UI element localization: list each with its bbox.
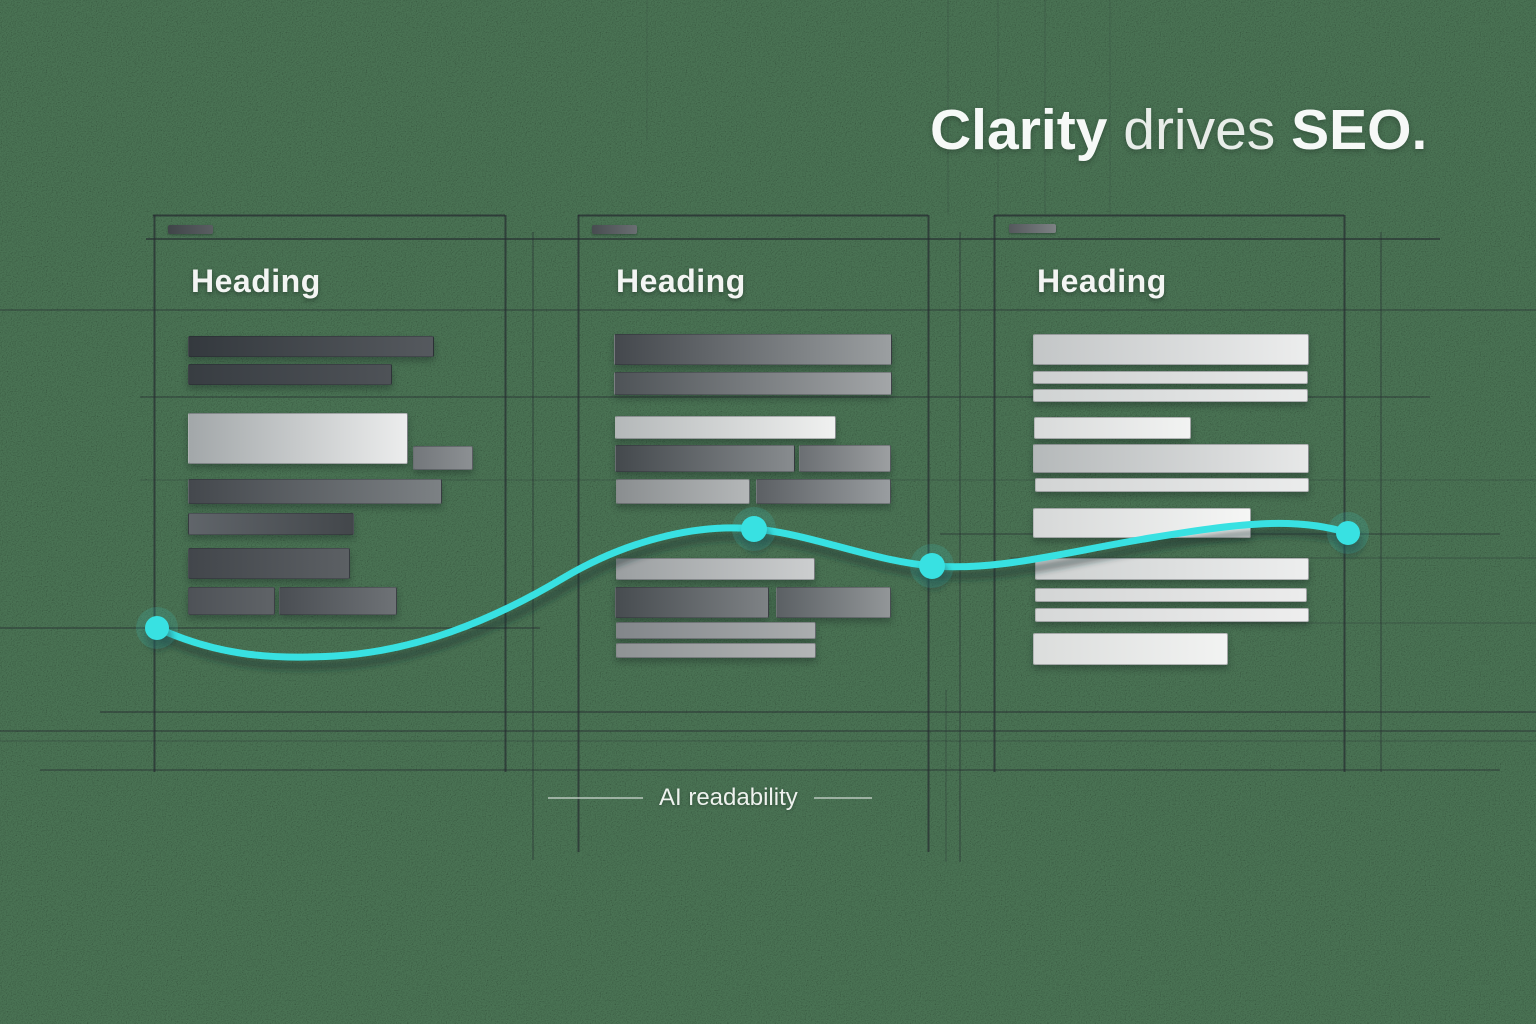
content-bar — [615, 416, 836, 439]
content-bar — [1033, 371, 1308, 384]
content-bar — [1035, 478, 1309, 492]
content-bar — [413, 446, 473, 470]
content-bar — [279, 587, 397, 615]
content-bar — [776, 587, 891, 618]
content-bar — [614, 372, 892, 395]
content-bar — [614, 334, 892, 365]
browser-tab-placeholder — [168, 225, 213, 234]
ai-readability-annotation: AI readability — [548, 784, 872, 812]
card-heading: Heading — [191, 263, 321, 299]
content-bar — [188, 413, 408, 464]
content-bar — [615, 587, 769, 618]
curve-point — [145, 616, 169, 640]
content-bar — [1034, 417, 1191, 439]
content-bar — [188, 513, 354, 535]
content-bar — [616, 558, 815, 580]
content-bar — [616, 479, 750, 504]
curve-point — [1336, 521, 1360, 545]
content-bar — [188, 479, 442, 504]
browser-tab-placeholder — [1009, 224, 1056, 233]
headline: Clarity drives SEO. — [930, 98, 1427, 162]
content-bar — [1033, 633, 1228, 665]
card-heading: Heading — [1037, 263, 1167, 299]
content-bar — [188, 587, 275, 615]
content-bar — [616, 622, 816, 639]
annotation-dash-left — [548, 797, 643, 799]
headline-word-seo: SEO. — [1291, 98, 1428, 162]
curve-point — [741, 516, 767, 542]
card-heading: Heading — [616, 263, 746, 299]
content-bar — [188, 336, 434, 357]
content-bar — [615, 445, 795, 472]
content-bar — [188, 548, 350, 579]
content-bar — [616, 643, 816, 658]
content-bar — [1033, 444, 1309, 473]
annotation-label: AI readability — [659, 784, 798, 811]
content-bar — [756, 479, 891, 504]
browser-tab-placeholder — [592, 225, 637, 234]
content-bar — [1035, 608, 1309, 622]
headline-word-drives: drives — [1123, 98, 1276, 162]
curve-point — [919, 553, 945, 579]
headline-word-clarity: Clarity — [930, 98, 1108, 162]
content-bar — [1033, 334, 1309, 365]
content-bar — [1033, 389, 1308, 402]
content-bar — [188, 364, 392, 385]
content-bar — [1035, 588, 1307, 602]
content-bar — [799, 445, 891, 472]
annotation-dash-right — [813, 797, 872, 799]
